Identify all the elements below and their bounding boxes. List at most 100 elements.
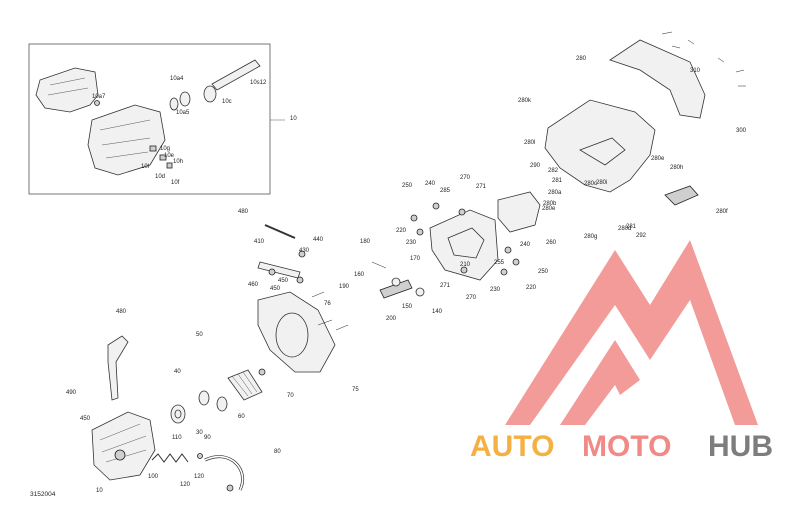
- engine-block-icon: [35, 67, 166, 176]
- callout-label: 120: [194, 474, 205, 480]
- callout-label: 280e: [651, 156, 665, 162]
- callout-label: 10: [96, 488, 103, 494]
- callout-label: 30: [196, 430, 203, 436]
- callout-label: 180: [360, 239, 371, 245]
- callout-label: 90: [204, 435, 211, 441]
- callout-label: 285: [440, 188, 451, 194]
- callout-label: 10h: [173, 159, 183, 165]
- diagram-id: 3152004: [30, 491, 56, 498]
- callout-label: 220: [396, 228, 407, 234]
- seal-rings-icon: [169, 85, 217, 111]
- callout-label: 280i: [596, 180, 607, 186]
- callout-label: 292: [636, 233, 647, 239]
- callout-label: 281: [626, 224, 637, 230]
- callout-label: 255: [494, 260, 505, 266]
- drive-shaft-icon: [211, 59, 261, 91]
- fittings-icon: [94, 100, 173, 169]
- watermark-word-1: AUTO: [470, 430, 554, 463]
- callout-label: 200: [386, 316, 397, 322]
- callout-label: 450: [270, 286, 281, 292]
- callout-label: 10e: [164, 153, 175, 159]
- callout-label: 440: [313, 237, 324, 243]
- hose-80: [197, 453, 244, 492]
- callout-label: 280c: [584, 181, 597, 187]
- bolts-310: [661, 31, 746, 87]
- callout-label: 150: [402, 304, 413, 310]
- callout-label: 290: [530, 163, 541, 169]
- watermark-triangle-icon: [505, 240, 758, 425]
- callout-label: 220: [526, 285, 537, 291]
- callout-labels: 10a710a410a510c10s121010g10e10h10l10d10f…: [66, 56, 747, 494]
- callout-label: 140: [432, 309, 443, 315]
- callout-label: 160: [354, 272, 365, 278]
- inset-frame: [28, 43, 271, 195]
- callout-label: 75: [352, 387, 359, 393]
- callout-label: 280h: [670, 165, 683, 171]
- callout-label: 271: [476, 184, 487, 190]
- callout-label: 280: [576, 56, 587, 62]
- housing-75: [257, 291, 349, 373]
- callout-label: 230: [490, 287, 501, 293]
- callout-label: 10a4: [170, 76, 184, 82]
- callout-label: 10f: [171, 180, 180, 186]
- callout-label: 280l: [524, 140, 535, 146]
- callout-label: 280a: [548, 190, 562, 196]
- callout-label: 430: [299, 248, 310, 254]
- callout-label: 76: [324, 301, 331, 307]
- spring-100: [151, 453, 189, 463]
- callout-label: 280b: [543, 201, 557, 207]
- callout-label: 10d: [155, 174, 165, 180]
- watermark-word-2: MOTO: [582, 430, 671, 463]
- callout-label: 190: [339, 284, 350, 290]
- callout-label: 250: [538, 269, 549, 275]
- pump-10: [91, 411, 156, 481]
- callout-label: 280e: [542, 206, 556, 212]
- callout-label: 281: [552, 178, 563, 184]
- plate-210: [429, 209, 499, 281]
- linkage-150: [371, 261, 425, 299]
- callout-label: 410: [254, 239, 265, 245]
- callout-label: 10g: [160, 146, 170, 152]
- callout-label: 270: [466, 295, 477, 301]
- callout-label: 260: [546, 240, 557, 246]
- callout-label: 50: [196, 332, 203, 338]
- callout-label: 10: [290, 116, 297, 122]
- callout-label: 480: [116, 309, 127, 315]
- callout-label: 280f: [716, 209, 728, 215]
- cover-260: [497, 191, 541, 233]
- callout-label: 460: [248, 282, 259, 288]
- engine-inset: [28, 43, 285, 195]
- callout-label: 10a7: [92, 94, 106, 100]
- callout-label: 300: [736, 128, 747, 134]
- callout-label: 271: [440, 283, 451, 289]
- callout-label: 40: [174, 369, 181, 375]
- callout-label: 120: [180, 482, 191, 488]
- callout-label: 210: [460, 262, 471, 268]
- callout-label: 480: [238, 209, 249, 215]
- callout-label: 280d: [618, 226, 631, 232]
- callout-label: 450: [278, 278, 289, 284]
- rod-410: [257, 224, 306, 284]
- callout-label: 250: [402, 183, 413, 189]
- callout-label: 280g: [584, 234, 597, 240]
- bearing-30: [170, 404, 186, 424]
- callout-label: 70: [287, 393, 294, 399]
- hose-480: [107, 335, 129, 401]
- callout-label: 280k: [518, 98, 532, 104]
- callout-label: 490: [66, 390, 77, 396]
- callout-label: 110: [172, 435, 182, 441]
- small-parts-220-250: [410, 202, 520, 276]
- boot-50: [227, 368, 266, 401]
- callout-label: 10a5: [176, 110, 190, 116]
- callout-label: 80: [274, 449, 281, 455]
- callout-label: 282: [548, 168, 559, 174]
- callout-label: 170: [410, 256, 421, 262]
- rings-40-60: [198, 390, 228, 412]
- callout-label: 230: [406, 240, 417, 246]
- callout-label: 10s12: [250, 80, 267, 86]
- housing-280: [544, 39, 706, 206]
- callout-label: 310: [690, 68, 701, 74]
- callout-label: 60: [238, 414, 245, 420]
- callout-label: 270: [460, 175, 471, 181]
